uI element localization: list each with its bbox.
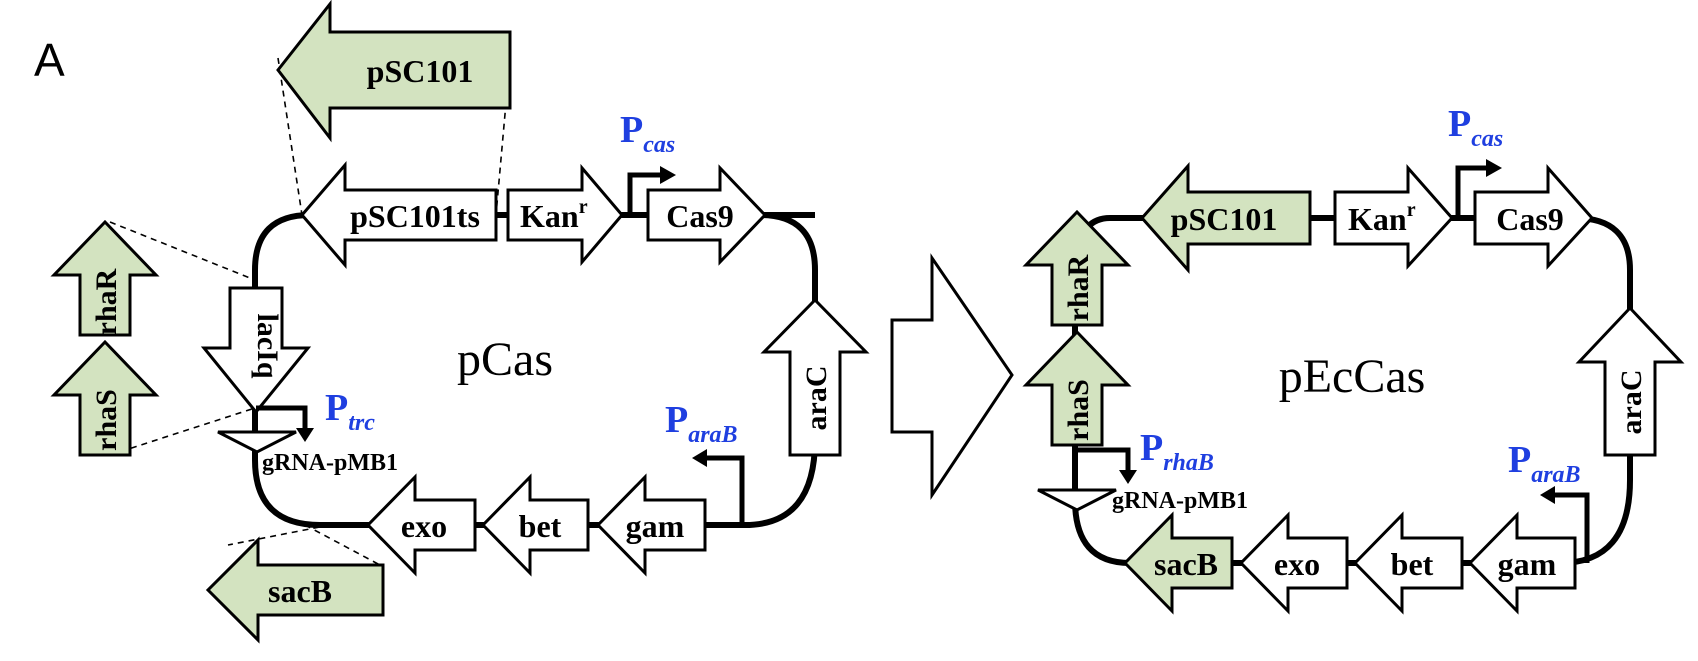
pcas-pcas-promoter-arrow	[627, 172, 662, 215]
svg-text:Cas9: Cas9	[1496, 201, 1564, 237]
svg-text:lacIq: lacIq	[251, 313, 284, 378]
pecc-grna-terminator-icon	[1037, 488, 1117, 512]
pcas-psc101ts-gene: pSC101ts	[300, 160, 498, 270]
svg-text:bet: bet	[519, 508, 562, 544]
pecc-paraB-promoter-arrow	[1553, 492, 1590, 563]
pcas-kan-label: Kanr	[520, 196, 588, 234]
svg-text:rhaS: rhaS	[1062, 379, 1095, 441]
pecc-rhar-gene: rhaR	[1022, 209, 1132, 327]
pcas-psc101-top: pSC101	[276, 0, 512, 143]
svg-text:sacB: sacB	[1154, 546, 1218, 582]
svg-text:pSC101ts: pSC101ts	[350, 198, 480, 234]
pecc-prhab-label: PrhaB	[1140, 427, 1214, 476]
pecc-name: pEcCas	[1279, 350, 1426, 403]
pcas-grna-label: gRNA-pMB1	[262, 450, 398, 476]
pcas-name: pCas	[457, 333, 553, 386]
pcas-arac-gene: araC	[760, 297, 870, 457]
pcas-gam-gene: gam	[595, 473, 707, 577]
pecc-arac-gene: araC	[1575, 305, 1685, 457]
pcas-sacb-gene: sacB	[205, 536, 385, 644]
svg-text:rhaR: rhaR	[1062, 254, 1095, 321]
transition-arrow	[890, 253, 1014, 500]
pecc-kan-label: Kanr	[1348, 199, 1416, 237]
pcas-zoom-line-left	[277, 57, 303, 216]
pcas-rhas-gene: rhaS	[50, 339, 160, 457]
pecc-plasmid: pSC101 Kanr Cas9 Pcas rhaR rhaS PrhaB	[1022, 103, 1685, 615]
svg-text:araC: araC	[800, 366, 833, 431]
svg-text:bet: bet	[1391, 546, 1434, 582]
pcas-cas9-gene: Cas9	[646, 164, 768, 266]
pecc-exo-gene: exo	[1238, 511, 1349, 615]
pecc-sacb-gene: sacB	[1122, 511, 1234, 615]
pcas-laciq-gene: lacIq	[200, 286, 312, 415]
pcas-plasmid: pSC101 pSC101ts Kanr Cas9 Pcas lacIq Pt	[50, 0, 870, 644]
svg-text:rhaR: rhaR	[90, 268, 123, 335]
pcas-paraB-label: ParaB	[665, 399, 738, 448]
panel-label: A	[34, 34, 65, 86]
svg-text:sacB: sacB	[268, 573, 332, 609]
svg-text:gam: gam	[626, 508, 685, 544]
svg-text:rhaS: rhaS	[90, 389, 123, 451]
pcas-kan-gene: Kanr	[506, 163, 624, 267]
pecc-kan-gene: Kanr	[1333, 164, 1455, 270]
pcas-paraB-promoter-arrow	[705, 455, 745, 525]
pecc-grna-label: gRNA-pMB1	[1112, 488, 1248, 514]
pcas-grna-terminator-icon	[217, 430, 297, 454]
svg-text:pSC101: pSC101	[1171, 201, 1278, 237]
pecc-bet-gene: bet	[1352, 511, 1464, 615]
pecc-rhas-gene: rhaS	[1022, 329, 1132, 447]
pcas-ptrc-label: Ptrc	[325, 387, 375, 436]
pcas-ptrc-promoter-arrow	[256, 405, 308, 430]
svg-text:gam: gam	[1498, 546, 1557, 582]
pecc-psc101-gene: pSC101	[1139, 162, 1312, 274]
pecc-gam-gene: gam	[1467, 511, 1577, 615]
pcas-sacb-line-left	[227, 524, 331, 546]
pecc-prhab-promoter-arrow	[1075, 447, 1131, 472]
svg-text:araC: araC	[1615, 370, 1648, 435]
pcas-rha-line-bottom	[109, 407, 256, 456]
pcas-sacb-line-right	[304, 524, 381, 566]
pecc-paraB-label: ParaB	[1508, 439, 1581, 488]
pcas-exo-gene: exo	[365, 473, 477, 577]
pecc-pcas-label: Pcas	[1448, 103, 1503, 152]
svg-text:exo: exo	[1274, 546, 1320, 582]
pcas-rhar-gene: rhaR	[50, 219, 160, 337]
pcas-rha-line-top	[109, 221, 256, 281]
pcas-bet-gene: bet	[480, 473, 590, 577]
pecc-cas9-gene: Cas9	[1473, 164, 1595, 270]
svg-text:Cas9: Cas9	[666, 198, 734, 234]
svg-text:exo: exo	[401, 508, 447, 544]
pcas-pcas-label: Pcas	[620, 109, 675, 158]
svg-text:pSC101: pSC101	[367, 53, 474, 89]
pecc-pcas-promoter-arrow	[1455, 165, 1488, 218]
